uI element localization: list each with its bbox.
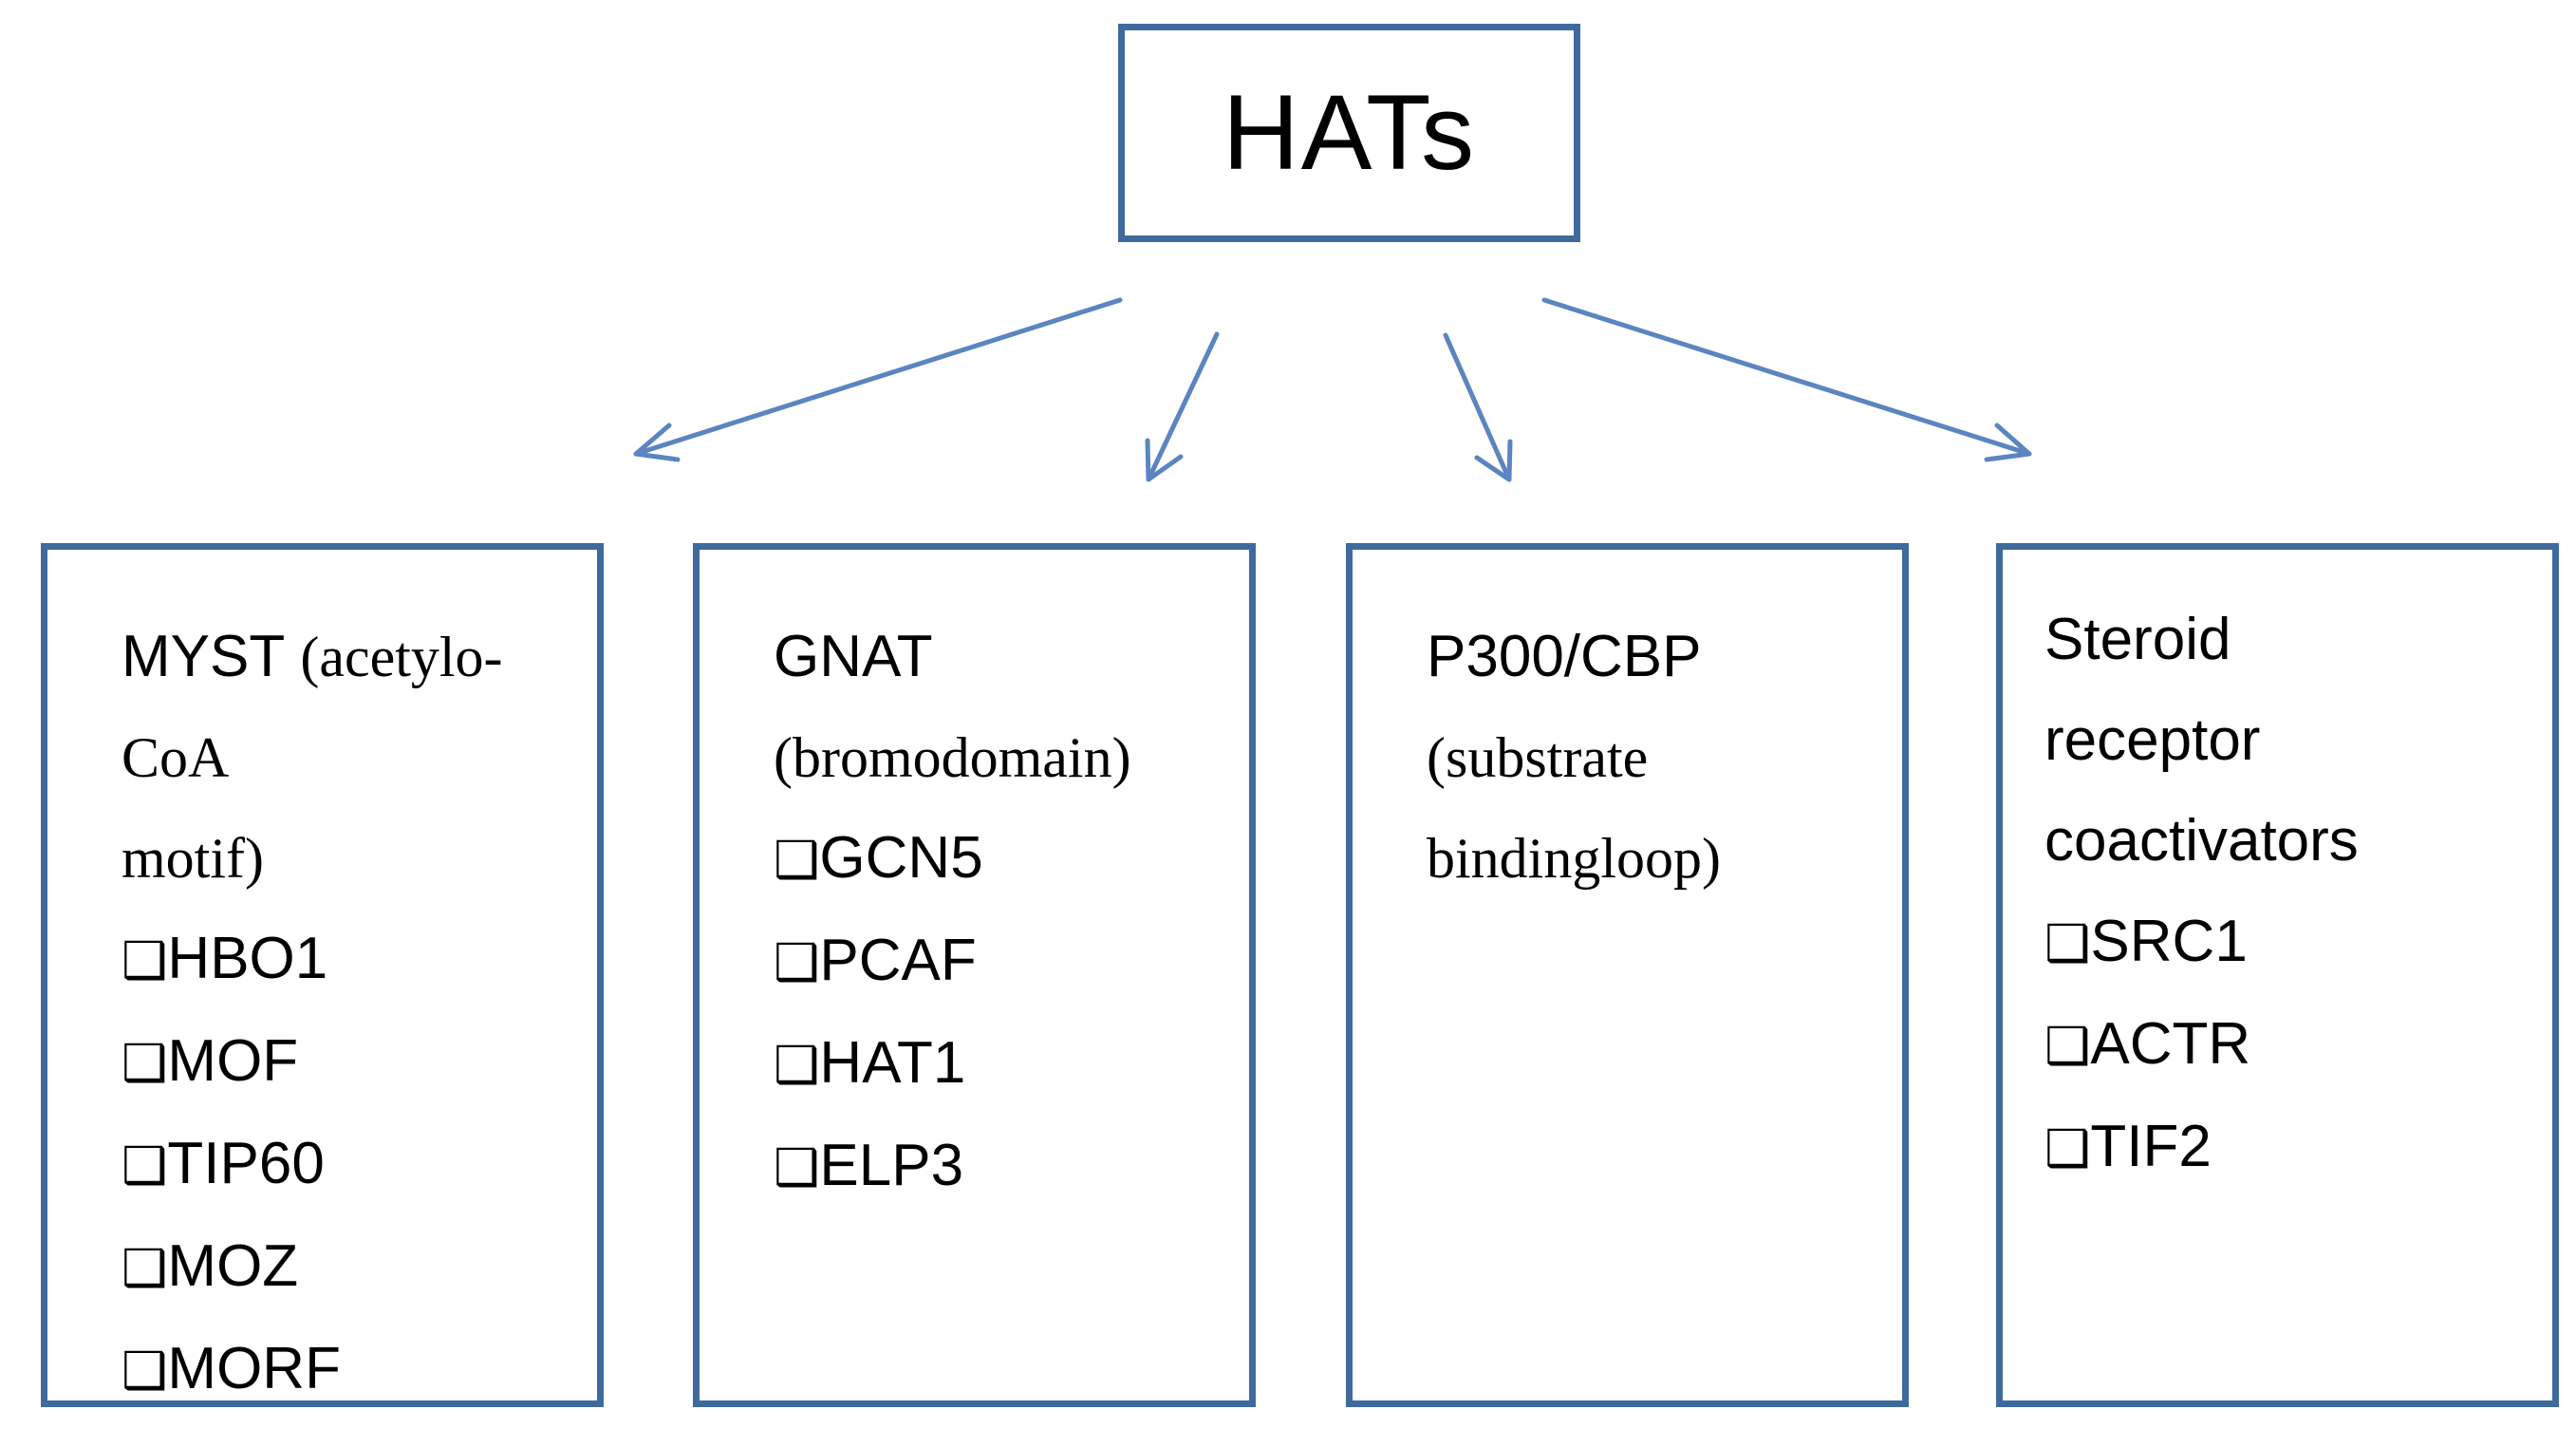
category-subtitle: bindingloop) — [1427, 827, 1721, 890]
category-heading: GNAT — [774, 624, 933, 689]
list-item: ❑TIF2 — [2044, 1097, 2548, 1199]
list-item: ❑TIP60 — [121, 1114, 593, 1216]
item-label: MORF — [167, 1336, 341, 1401]
item-label: TIP60 — [167, 1131, 325, 1196]
checkbox-bullet-icon: ❑ — [774, 932, 820, 992]
item-label: SRC1 — [2090, 909, 2248, 974]
checkbox-bullet-icon: ❑ — [121, 1033, 168, 1093]
item-label: PCAF — [819, 928, 977, 993]
item-label: MOZ — [167, 1233, 299, 1299]
hats-root-box: HATs — [1118, 24, 1580, 242]
arrow-to-p300 — [1443, 332, 1513, 482]
category-heading: P300/CBP — [1427, 624, 1702, 689]
item-label: MOF — [167, 1028, 299, 1094]
root-title: HATs — [1222, 73, 1477, 192]
category-box-myst: MYST (acetylo- CoA motif) ❑HBO1 ❑MOF ❑TI… — [41, 543, 604, 1407]
checkbox-bullet-icon: ❑ — [774, 830, 820, 890]
checkbox-bullet-icon: ❑ — [121, 1136, 168, 1195]
list-item: ❑ACTR — [2044, 994, 2548, 1097]
item-label: ELP3 — [819, 1133, 964, 1198]
checkbox-bullet-icon: ❑ — [2044, 1016, 2091, 1076]
checkbox-bullet-icon: ❑ — [121, 1238, 168, 1298]
checkbox-bullet-icon: ❑ — [774, 1035, 820, 1095]
list-item: ❑HBO1 — [121, 909, 593, 1011]
list-item: ❑SRC1 — [2044, 892, 2548, 994]
category-box-steroid-receptor-coactivators: Steroid receptor coactivators ❑SRC1 ❑ACT… — [1996, 543, 2559, 1407]
category-box-p300-cbp: P300/CBP (substrate bindingloop) — [1346, 543, 1909, 1407]
list-item: ❑MOF — [121, 1011, 593, 1114]
category-subtitle: motif) — [121, 827, 264, 890]
category-heading: MYST — [121, 624, 285, 689]
item-label: GCN5 — [819, 825, 983, 891]
list-item: ❑GCN5 — [774, 808, 1245, 911]
checkbox-bullet-icon: ❑ — [121, 1341, 168, 1400]
list-item: ❑HAT1 — [774, 1013, 1245, 1116]
category-heading: Steroid — [2044, 607, 2231, 672]
item-label: HBO1 — [167, 926, 328, 991]
item-label: HAT1 — [819, 1030, 966, 1096]
list-item: ❑MOZ — [121, 1216, 593, 1319]
arrow-to-steroid — [1541, 297, 2032, 462]
arrow-to-myst — [633, 297, 1123, 462]
arrow-to-gnat — [1145, 331, 1220, 482]
checkbox-bullet-icon: ❑ — [2044, 1118, 2091, 1178]
list-item: ❑PCAF — [774, 911, 1245, 1013]
checkbox-bullet-icon: ❑ — [121, 930, 168, 990]
category-heading: coactivators — [2044, 808, 2359, 874]
item-label: ACTR — [2090, 1011, 2251, 1077]
list-item: ❑MORF — [121, 1319, 593, 1421]
category-box-gnat: GNAT (bromodomain) ❑GCN5 ❑PCAF ❑HAT1 ❑EL… — [693, 543, 1256, 1407]
category-heading: receptor — [2044, 707, 2261, 773]
category-subtitle: (acetylo- — [300, 626, 503, 688]
item-label: TIF2 — [2090, 1114, 2212, 1179]
category-subtitle: (bromodomain) — [774, 726, 1131, 789]
list-item: ❑ELP3 — [774, 1116, 1245, 1218]
checkbox-bullet-icon: ❑ — [774, 1137, 820, 1197]
category-subtitle: (substrate — [1427, 726, 1649, 789]
checkbox-bullet-icon: ❑ — [2044, 913, 2091, 973]
category-subtitle: CoA — [121, 726, 230, 789]
